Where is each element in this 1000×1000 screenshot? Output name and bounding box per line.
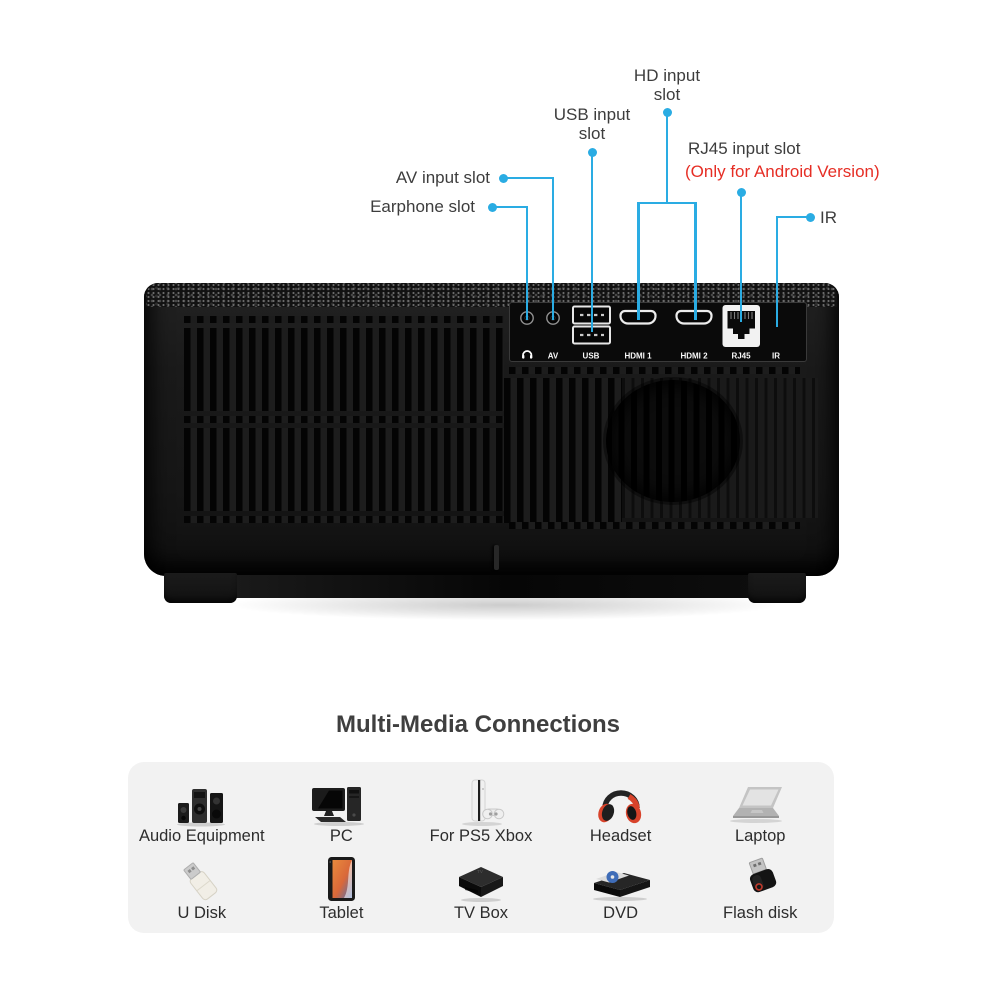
device-label: For PS5 Xbox <box>429 826 533 845</box>
leader-av-hline <box>503 176 554 180</box>
bottom-center-notch <box>494 545 499 570</box>
leader-ir-hline <box>777 215 810 219</box>
callout-rj45-label: RJ45 input slot <box>688 139 801 158</box>
device-label: PC <box>329 826 353 845</box>
fan-grille <box>606 380 740 502</box>
right-vent-dots-bottom <box>509 522 800 529</box>
tv-box-icon: TV <box>458 867 503 902</box>
device-headset: Headset <box>551 768 691 846</box>
port-label-ir: IR <box>772 352 780 361</box>
callout-hd-line2: slot <box>653 85 681 104</box>
section-title: Multi-Media Connections <box>336 711 620 738</box>
left-vent-grille <box>184 316 504 523</box>
leader-hdmi1-vline <box>637 203 640 320</box>
device-game-console: For PS5 Xbox <box>411 768 551 846</box>
callout-usb-line2: slot <box>578 124 606 143</box>
device-flash-disk: Flash disk <box>690 846 830 924</box>
u-disk-icon <box>183 862 218 901</box>
device-label: Flash disk <box>723 904 798 922</box>
device-label: Laptop <box>734 826 786 845</box>
port-label-av: AV <box>548 352 559 361</box>
callout-hd-label: HD input slot <box>597 66 737 104</box>
flash-disk-icon <box>749 857 777 893</box>
port-label-usb: USB <box>583 352 600 361</box>
device-pc: PC <box>272 768 412 846</box>
projector-rear-view: AV USB HDMI 1 HDMI 2 RJ45 IR <box>144 283 839 613</box>
right-vent-dots-top <box>509 367 800 374</box>
callout-hd-line1: HD input <box>633 66 701 85</box>
device-label: Headset <box>589 826 652 845</box>
leader-usb-vline <box>590 152 594 332</box>
leader-hd-hbar <box>637 201 697 205</box>
headphone-icon <box>522 350 533 359</box>
laptop-icon <box>730 786 783 823</box>
leader-ir-dot <box>805 212 815 222</box>
callout-ir-label: IR <box>820 208 837 227</box>
device-label: Audio Equipment <box>138 826 265 845</box>
port-label-rj45: RJ45 <box>731 352 751 361</box>
device-tablet: Tablet <box>272 846 412 924</box>
projector-left-foot <box>164 573 237 603</box>
device-audio-equipment: Audio Equipment <box>132 768 272 846</box>
device-u-disk: U Disk <box>132 846 272 924</box>
port-label-hdmi1: HDMI 1 <box>624 352 652 361</box>
leader-earphone-vline <box>525 206 528 320</box>
callout-av-label: AV input slot <box>395 168 490 187</box>
callout-usb-label: USB input slot <box>522 105 662 143</box>
leader-earphone-hline <box>492 205 528 209</box>
audio-equipment-icon <box>176 788 225 826</box>
device-label: Tablet <box>319 904 364 922</box>
leader-ir-vline <box>775 216 779 327</box>
pc-icon <box>312 786 365 826</box>
projector-base <box>204 575 757 598</box>
dvd-icon <box>592 871 650 901</box>
headset-icon <box>597 789 641 823</box>
device-label: U Disk <box>177 904 227 922</box>
port-label-hdmi2: HDMI 2 <box>680 352 708 361</box>
device-label: DVD <box>603 904 639 922</box>
leader-rj45-vline <box>739 192 743 322</box>
callout-usb-line1: USB input <box>553 105 631 124</box>
device-label: TV Box <box>453 904 509 922</box>
game-console-icon <box>461 779 505 826</box>
device-tv-box: TV TV Box <box>411 846 551 924</box>
projector-right-foot <box>748 573 806 603</box>
leader-hdmi2-vline <box>694 203 697 320</box>
tablet-icon <box>328 857 356 901</box>
device-dvd: DVD <box>551 846 691 924</box>
callout-rj45-note: (Only for Android Version) <box>685 162 880 181</box>
device-laptop: Laptop <box>690 768 830 846</box>
leader-hd-vline <box>665 112 669 204</box>
center-vent-grille <box>504 378 622 523</box>
svg-text:TV: TV <box>477 869 483 874</box>
devices-panel: Audio Equipment PC <box>128 762 834 933</box>
callout-earphone-label: Earphone slot <box>370 197 475 216</box>
leader-av-vline <box>551 177 554 320</box>
right-vent-grille <box>606 378 818 518</box>
